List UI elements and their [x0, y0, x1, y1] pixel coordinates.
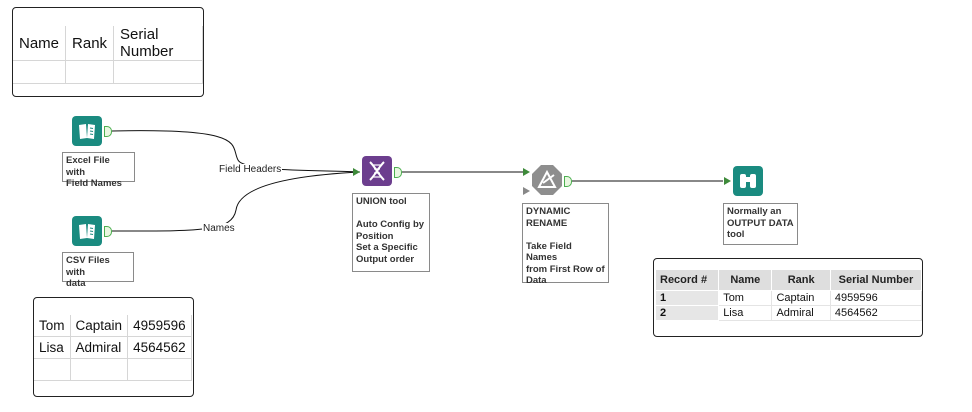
cell-name: Tom	[718, 290, 773, 306]
book-icon	[79, 124, 95, 139]
column-header-rank: Rank	[771, 269, 831, 291]
dynamic-rename-annotation: DYNAMIC RENAME Take Field Names from Fir…	[522, 203, 609, 286]
book-icon	[79, 224, 95, 239]
excel-output-anchor[interactable]	[104, 126, 112, 137]
table-row: 1 Tom Captain 4959596	[654, 290, 923, 306]
column-header-record: Record #	[654, 269, 720, 291]
dynamic-rename-tool[interactable]	[532, 165, 562, 195]
cell-rank: Captain	[771, 290, 831, 306]
wire-label-field-headers: Field Headers	[218, 164, 283, 175]
browse-input-anchor[interactable]	[724, 177, 731, 185]
column-header-serial-number: Serial Number	[829, 269, 923, 291]
excel-input-tool[interactable]	[72, 116, 102, 146]
union-annotation: UNION tool Auto Config by Position Set a…	[352, 193, 430, 272]
table-row: Lisa Admiral 4564562	[34, 336, 192, 359]
rename-left-input-anchor[interactable]	[523, 168, 530, 176]
triangle-ruler-icon	[537, 169, 557, 188]
record-number-cell: 2	[654, 305, 720, 321]
empty-cell	[34, 358, 71, 381]
field-names-table: Name Rank Serial Number	[12, 7, 204, 97]
browse-annotation: Normally an OUTPUT DATA tool	[723, 203, 798, 245]
wire-excel-to-union	[111, 130, 361, 173]
cell-serial: 4959596	[127, 315, 192, 337]
excel-input-annotation: Excel File with Field Names	[62, 152, 135, 189]
header-cell-name: Name	[13, 26, 67, 61]
table-row: Tom Captain 4959596	[34, 315, 192, 337]
wire-label-names: Names	[202, 223, 236, 234]
cell-serial: 4564562	[127, 336, 192, 359]
cell-serial: 4959596	[829, 290, 923, 306]
output-results-table: Record # Name Rank Serial Number 1 Tom C…	[653, 258, 923, 337]
column-header-name: Name	[718, 269, 773, 291]
csv-input-annotation: CSV Files with data	[62, 252, 134, 289]
csv-output-anchor[interactable]	[104, 226, 112, 237]
cell-rank: Admiral	[70, 336, 129, 359]
cell-rank: Captain	[70, 315, 129, 337]
record-number-cell: 1	[654, 290, 720, 306]
wire-csv-to-union	[111, 171, 361, 232]
cell-serial: 4564562	[829, 305, 923, 321]
dna-icon	[369, 161, 385, 181]
cell-rank: Admiral	[771, 305, 831, 321]
csv-data-table: Tom Captain 4959596 Lisa Admiral 4564562	[33, 297, 194, 397]
browse-tool[interactable]	[733, 166, 763, 196]
binoculars-icon	[740, 174, 756, 188]
header-cell-serial-number: Serial Number	[113, 26, 203, 61]
empty-cell	[65, 60, 115, 84]
empty-cell	[70, 358, 129, 381]
empty-cell	[113, 60, 203, 84]
header-cell-rank: Rank	[65, 26, 115, 61]
union-input-anchor[interactable]	[353, 168, 360, 176]
cell-name: Tom	[34, 315, 71, 337]
union-output-anchor[interactable]	[394, 167, 402, 178]
rename-output-anchor[interactable]	[564, 176, 572, 187]
csv-input-tool[interactable]	[72, 216, 102, 246]
rename-right-input-anchor[interactable]	[523, 187, 530, 195]
cell-name: Lisa	[718, 305, 773, 321]
empty-cell	[127, 358, 192, 381]
table-row: 2 Lisa Admiral 4564562	[654, 305, 923, 321]
union-tool[interactable]	[362, 156, 392, 186]
table-row	[34, 358, 192, 381]
empty-cell	[13, 60, 67, 84]
cell-name: Lisa	[34, 336, 71, 359]
